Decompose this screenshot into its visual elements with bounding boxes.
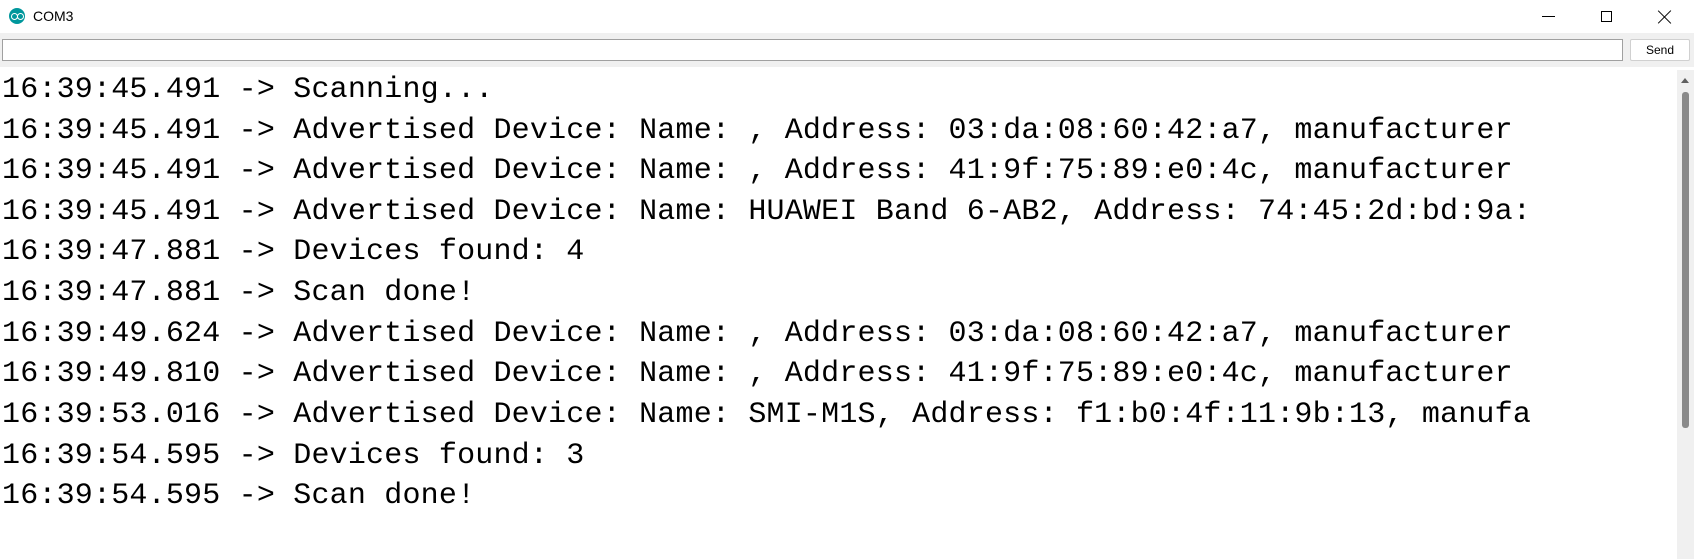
log-line: 16:39:47.881 -> Scan done! (2, 276, 476, 310)
title-bar: COM3 (0, 0, 1694, 33)
vertical-scrollbar[interactable] (1677, 70, 1694, 559)
log-line: 16:39:49.624 -> Advertised Device: Name:… (2, 317, 1513, 351)
log-line: 16:39:45.491 -> Advertised Device: Name:… (2, 195, 1532, 229)
log-line: 16:39:47.881 -> Devices found: 4 (2, 235, 585, 269)
scroll-up-arrow-icon[interactable] (1681, 78, 1689, 83)
maximize-icon (1600, 11, 1612, 22)
send-button[interactable]: Send (1630, 39, 1690, 61)
serial-output[interactable]: 16:39:45.491 -> Scanning... 16:39:45.491… (0, 70, 1677, 559)
log-line: 16:39:45.491 -> Advertised Device: Name:… (2, 114, 1513, 148)
close-button[interactable] (1635, 0, 1693, 33)
log-line: 16:39:54.595 -> Scan done! (2, 479, 476, 513)
scrollbar-thumb[interactable] (1682, 92, 1689, 428)
log-line: 16:39:54.595 -> Devices found: 3 (2, 439, 585, 473)
close-icon (1657, 10, 1671, 24)
minimize-button[interactable] (1519, 0, 1577, 33)
log-line: 16:39:49.810 -> Advertised Device: Name:… (2, 357, 1513, 391)
arduino-logo-icon (9, 8, 25, 24)
maximize-button[interactable] (1577, 0, 1635, 33)
serial-send-input[interactable] (2, 39, 1623, 61)
send-bar: Send (0, 33, 1694, 67)
log-line: 16:39:45.491 -> Scanning... (2, 73, 494, 107)
window-title: COM3 (33, 8, 74, 24)
log-line: 16:39:45.491 -> Advertised Device: Name:… (2, 154, 1513, 188)
minimize-icon (1541, 16, 1555, 17)
log-line: 16:39:53.016 -> Advertised Device: Name:… (2, 398, 1532, 432)
